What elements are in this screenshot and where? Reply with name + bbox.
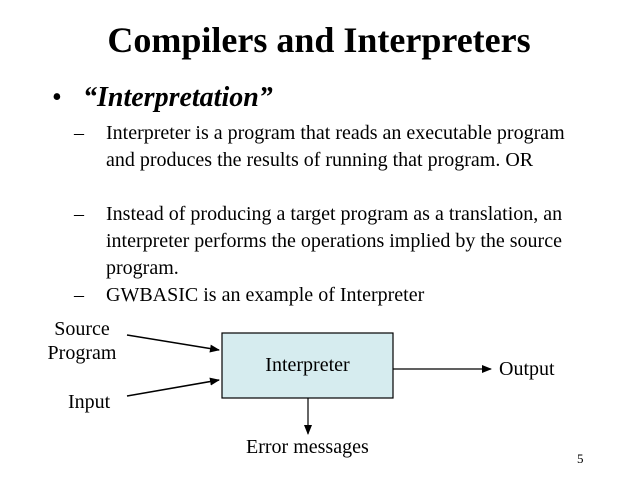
slide-title: Compilers and Interpreters — [107, 20, 531, 60]
interpreter-box-label: Interpreter — [265, 354, 350, 376]
interpreter-box — [221, 332, 394, 399]
source-label: Source — [54, 318, 110, 340]
bullet-dot-icon: • — [52, 82, 62, 113]
bullet-heading: “Interpretation” — [83, 82, 273, 113]
input-label: Input — [68, 391, 111, 413]
sub-item-text: Instead of producing a target program as… — [106, 203, 563, 279]
program-label: Program — [47, 342, 117, 364]
sub-item-text: Interpreter is a program that reads an e… — [106, 122, 565, 171]
input-arrow — [126, 377, 220, 397]
error-messages-label: Error messages — [246, 436, 369, 458]
dash-icon: – — [74, 203, 84, 225]
sub-item-text: GWBASIC is an example of Interpreter — [106, 284, 425, 306]
dash-icon: – — [74, 122, 84, 144]
page-number: 5 — [577, 451, 584, 466]
source-program-arrow — [126, 334, 220, 353]
output-label: Output — [499, 358, 555, 380]
dash-icon: – — [74, 284, 84, 306]
